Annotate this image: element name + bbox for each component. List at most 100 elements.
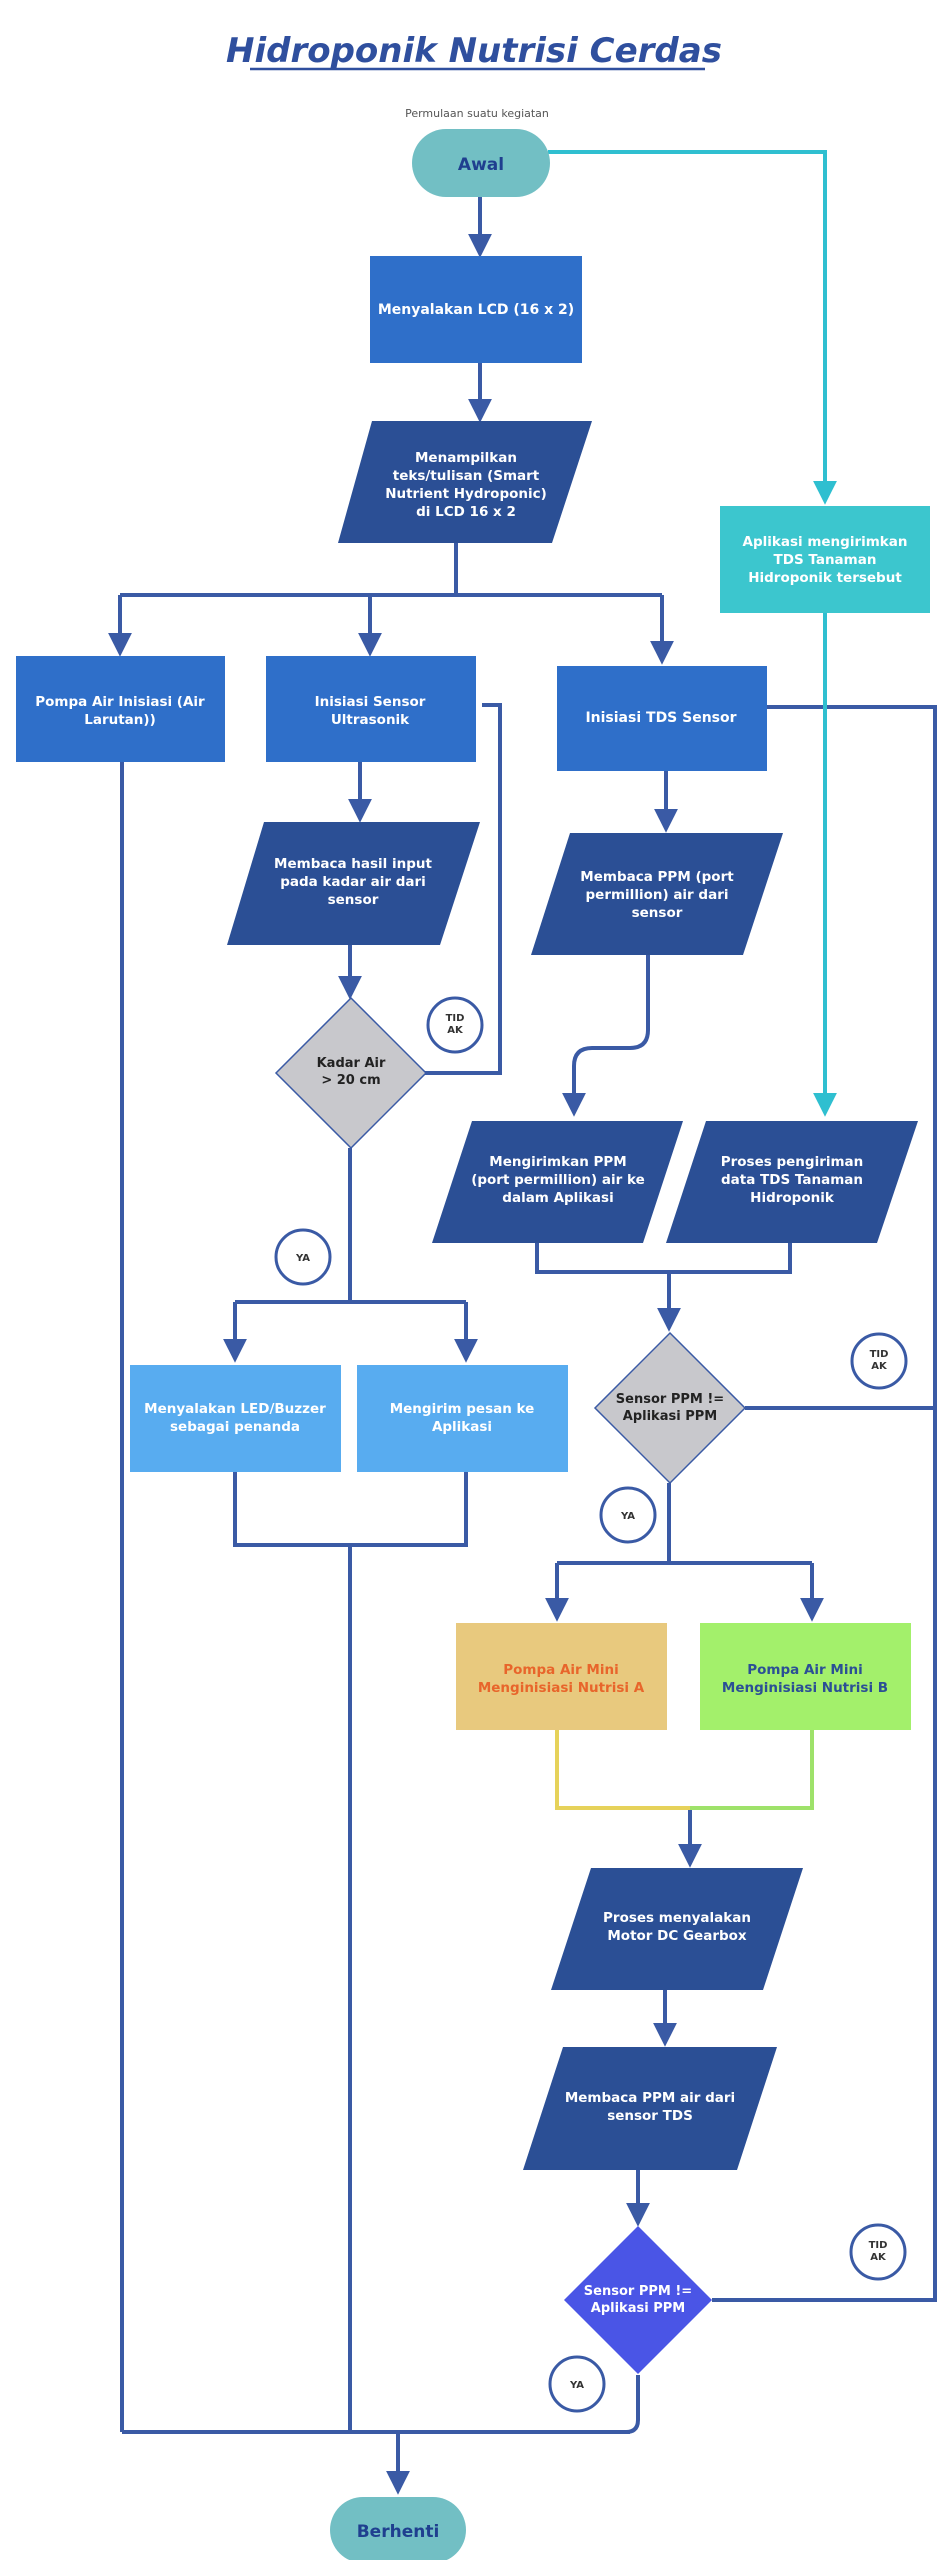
pump-init-line-2: Larutan)) bbox=[84, 712, 156, 728]
read-ppm-tds-line-2: sensor TDS bbox=[607, 2108, 693, 2124]
read-ppm-tds-line-1: Membaca PPM air dari bbox=[565, 2090, 735, 2106]
tidak-2-line-2: AK bbox=[871, 1361, 888, 1372]
node-read-water: Membaca hasil input pada kadar air dari se… bbox=[227, 822, 480, 945]
svg-text:Mengirimkan PPM(port permillio: Mengirimkan PPM (port permillion) air ke d… bbox=[471, 1154, 645, 1206]
node-decision-water: Kadar Air > 20 cm bbox=[274, 996, 428, 1150]
send-ppm-line-2: (port permillion) air ke bbox=[471, 1172, 645, 1188]
node-start: Awal bbox=[412, 129, 550, 197]
send-message-line-2: Aplikasi bbox=[432, 1419, 492, 1435]
tidak-2-line-1: TID bbox=[870, 1349, 889, 1360]
diagram-title: Hidroponik Nutrisi Cerdas bbox=[226, 31, 722, 71]
tidak-1-line-1: TID bbox=[446, 1013, 465, 1024]
svg-text:Kadar Air> 20 cm: Kadar Air > 20 cm bbox=[317, 1056, 386, 1088]
svg-text:Awal: Awal bbox=[458, 155, 504, 175]
display-text-line-1: Menampilkan bbox=[415, 450, 517, 466]
node-led-buzzer: Menyalakan LED/Buzzer sebagai penanda bbox=[130, 1365, 341, 1472]
connectors bbox=[108, 197, 937, 2495]
edge-led-msg-merge bbox=[233, 1472, 468, 1547]
pump-b-line-1: Pompa Air Mini bbox=[747, 1662, 862, 1678]
process-tds-line-1: Proses pengiriman bbox=[721, 1154, 864, 1170]
decision-ppm1-line-2: Aplikasi PPM bbox=[623, 1409, 717, 1424]
node-decision-ppm1: Sensor PPM != Aplikasi PPM bbox=[593, 1331, 747, 1485]
pump-init-line-1: Pompa Air Inisiasi (Air bbox=[35, 694, 205, 710]
decision-water-line-2: > 20 cm bbox=[321, 1073, 380, 1088]
svg-text:Sensor PPM !=Aplikasi PPM: Sensor PPM != Aplikasi PPM bbox=[584, 2284, 692, 2316]
process-tds-line-2: data TDS Tanaman bbox=[721, 1172, 863, 1188]
ultra-init-line-1: Inisiasi Sensor bbox=[315, 694, 426, 710]
svg-text:YA: YA bbox=[620, 1511, 635, 1522]
svg-text:Berhenti: Berhenti bbox=[357, 2522, 440, 2542]
decision-ppm2-line-2: Aplikasi PPM bbox=[591, 2301, 685, 2316]
edge-pumpa-merge bbox=[555, 1730, 690, 1810]
display-text-line-3: Nutrient Hydroponic) bbox=[385, 486, 547, 502]
led-buzzer-line-1: Menyalakan LED/Buzzer bbox=[144, 1401, 326, 1417]
edge-pumpb-merge bbox=[690, 1730, 814, 1810]
decision-ppm1-line-1: Sensor PPM != bbox=[616, 1392, 724, 1407]
ultra-init-line-2: Ultrasonik bbox=[331, 712, 410, 728]
svg-text:Sensor PPM !=Aplikasi PPM: Sensor PPM != Aplikasi PPM bbox=[616, 1392, 724, 1424]
decision-water-line-1: Kadar Air bbox=[317, 1056, 386, 1071]
led-buzzer-line-2: sebagai penanda bbox=[170, 1419, 300, 1435]
label-ya-3: YA bbox=[548, 2355, 606, 2413]
node-end: Berhenti bbox=[330, 2497, 466, 2560]
process-tds-line-3: Hidroponik bbox=[750, 1190, 835, 1206]
node-send-message: Mengirim pesan ke Aplikasi bbox=[357, 1365, 568, 1472]
svg-text:YA: YA bbox=[569, 2380, 584, 2391]
send-ppm-line-1: Mengirimkan PPM bbox=[489, 1154, 626, 1170]
motor-line-1: Proses menyalakan bbox=[603, 1910, 751, 1926]
display-text-line-2: teks/tulisan (Smart bbox=[393, 468, 540, 484]
node-tds-init: Inisiasi TDS Sensor bbox=[557, 666, 767, 771]
edge-start-app bbox=[548, 150, 837, 505]
read-ppm-line-2: permillion) air dari bbox=[586, 887, 729, 903]
send-ppm-line-3: dalam Aplikasi bbox=[502, 1190, 613, 1206]
display-text-line-4: di LCD 16 x 2 bbox=[416, 504, 516, 520]
label-ya-1: YA bbox=[274, 1228, 332, 1286]
pump-b-line-2: Menginisiasi Nutrisi B bbox=[722, 1680, 888, 1696]
motor-line-2: Motor DC Gearbox bbox=[607, 1928, 747, 1944]
label-ya-2: YA bbox=[599, 1486, 657, 1544]
tidak-1-line-2: AK bbox=[447, 1025, 464, 1036]
read-water-line-3: sensor bbox=[328, 892, 379, 908]
read-water-line-2: pada kadar air dari bbox=[280, 874, 426, 890]
edge-ppm2-tidak-loop bbox=[712, 1408, 937, 2302]
edge-readppm-sendppm bbox=[562, 955, 650, 1117]
node-read-ppm: Membaca PPM (port permillion) air dari sen… bbox=[531, 833, 783, 955]
tidak-3-line-2: AK bbox=[870, 2252, 887, 2263]
edge-water-tidak-loop bbox=[425, 703, 502, 1075]
pump-a-line-1: Pompa Air Mini bbox=[503, 1662, 618, 1678]
tidak-3-line-1: TID bbox=[869, 2240, 888, 2251]
app-send-line-1: Aplikasi mengirimkan bbox=[743, 534, 908, 550]
svg-text:YA: YA bbox=[295, 1253, 310, 1264]
send-message-line-1: Mengirim pesan ke bbox=[390, 1401, 535, 1417]
node-send-ppm: Mengirimkan PPM (port permillion) air ke d… bbox=[432, 1121, 683, 1243]
decision-ppm2-line-1: Sensor PPM != bbox=[584, 2284, 692, 2299]
read-ppm-line-1: Membaca PPM (port bbox=[580, 869, 734, 885]
svg-text:Menyalakan LCD (16 x 2): Menyalakan LCD (16 x 2) bbox=[378, 302, 574, 318]
app-send-line-3: Hidroponik tersebut bbox=[748, 570, 902, 586]
read-water-line-1: Membaca hasil input bbox=[274, 856, 432, 872]
read-ppm-line-3: sensor bbox=[632, 905, 683, 921]
node-decision-ppm2: Sensor PPM != Aplikasi PPM bbox=[564, 2226, 712, 2374]
node-read-ppm-tds: Membaca PPM air dari sensor TDS bbox=[523, 2047, 777, 2170]
start-note: Permulaan suatu kegiatan bbox=[405, 107, 549, 120]
